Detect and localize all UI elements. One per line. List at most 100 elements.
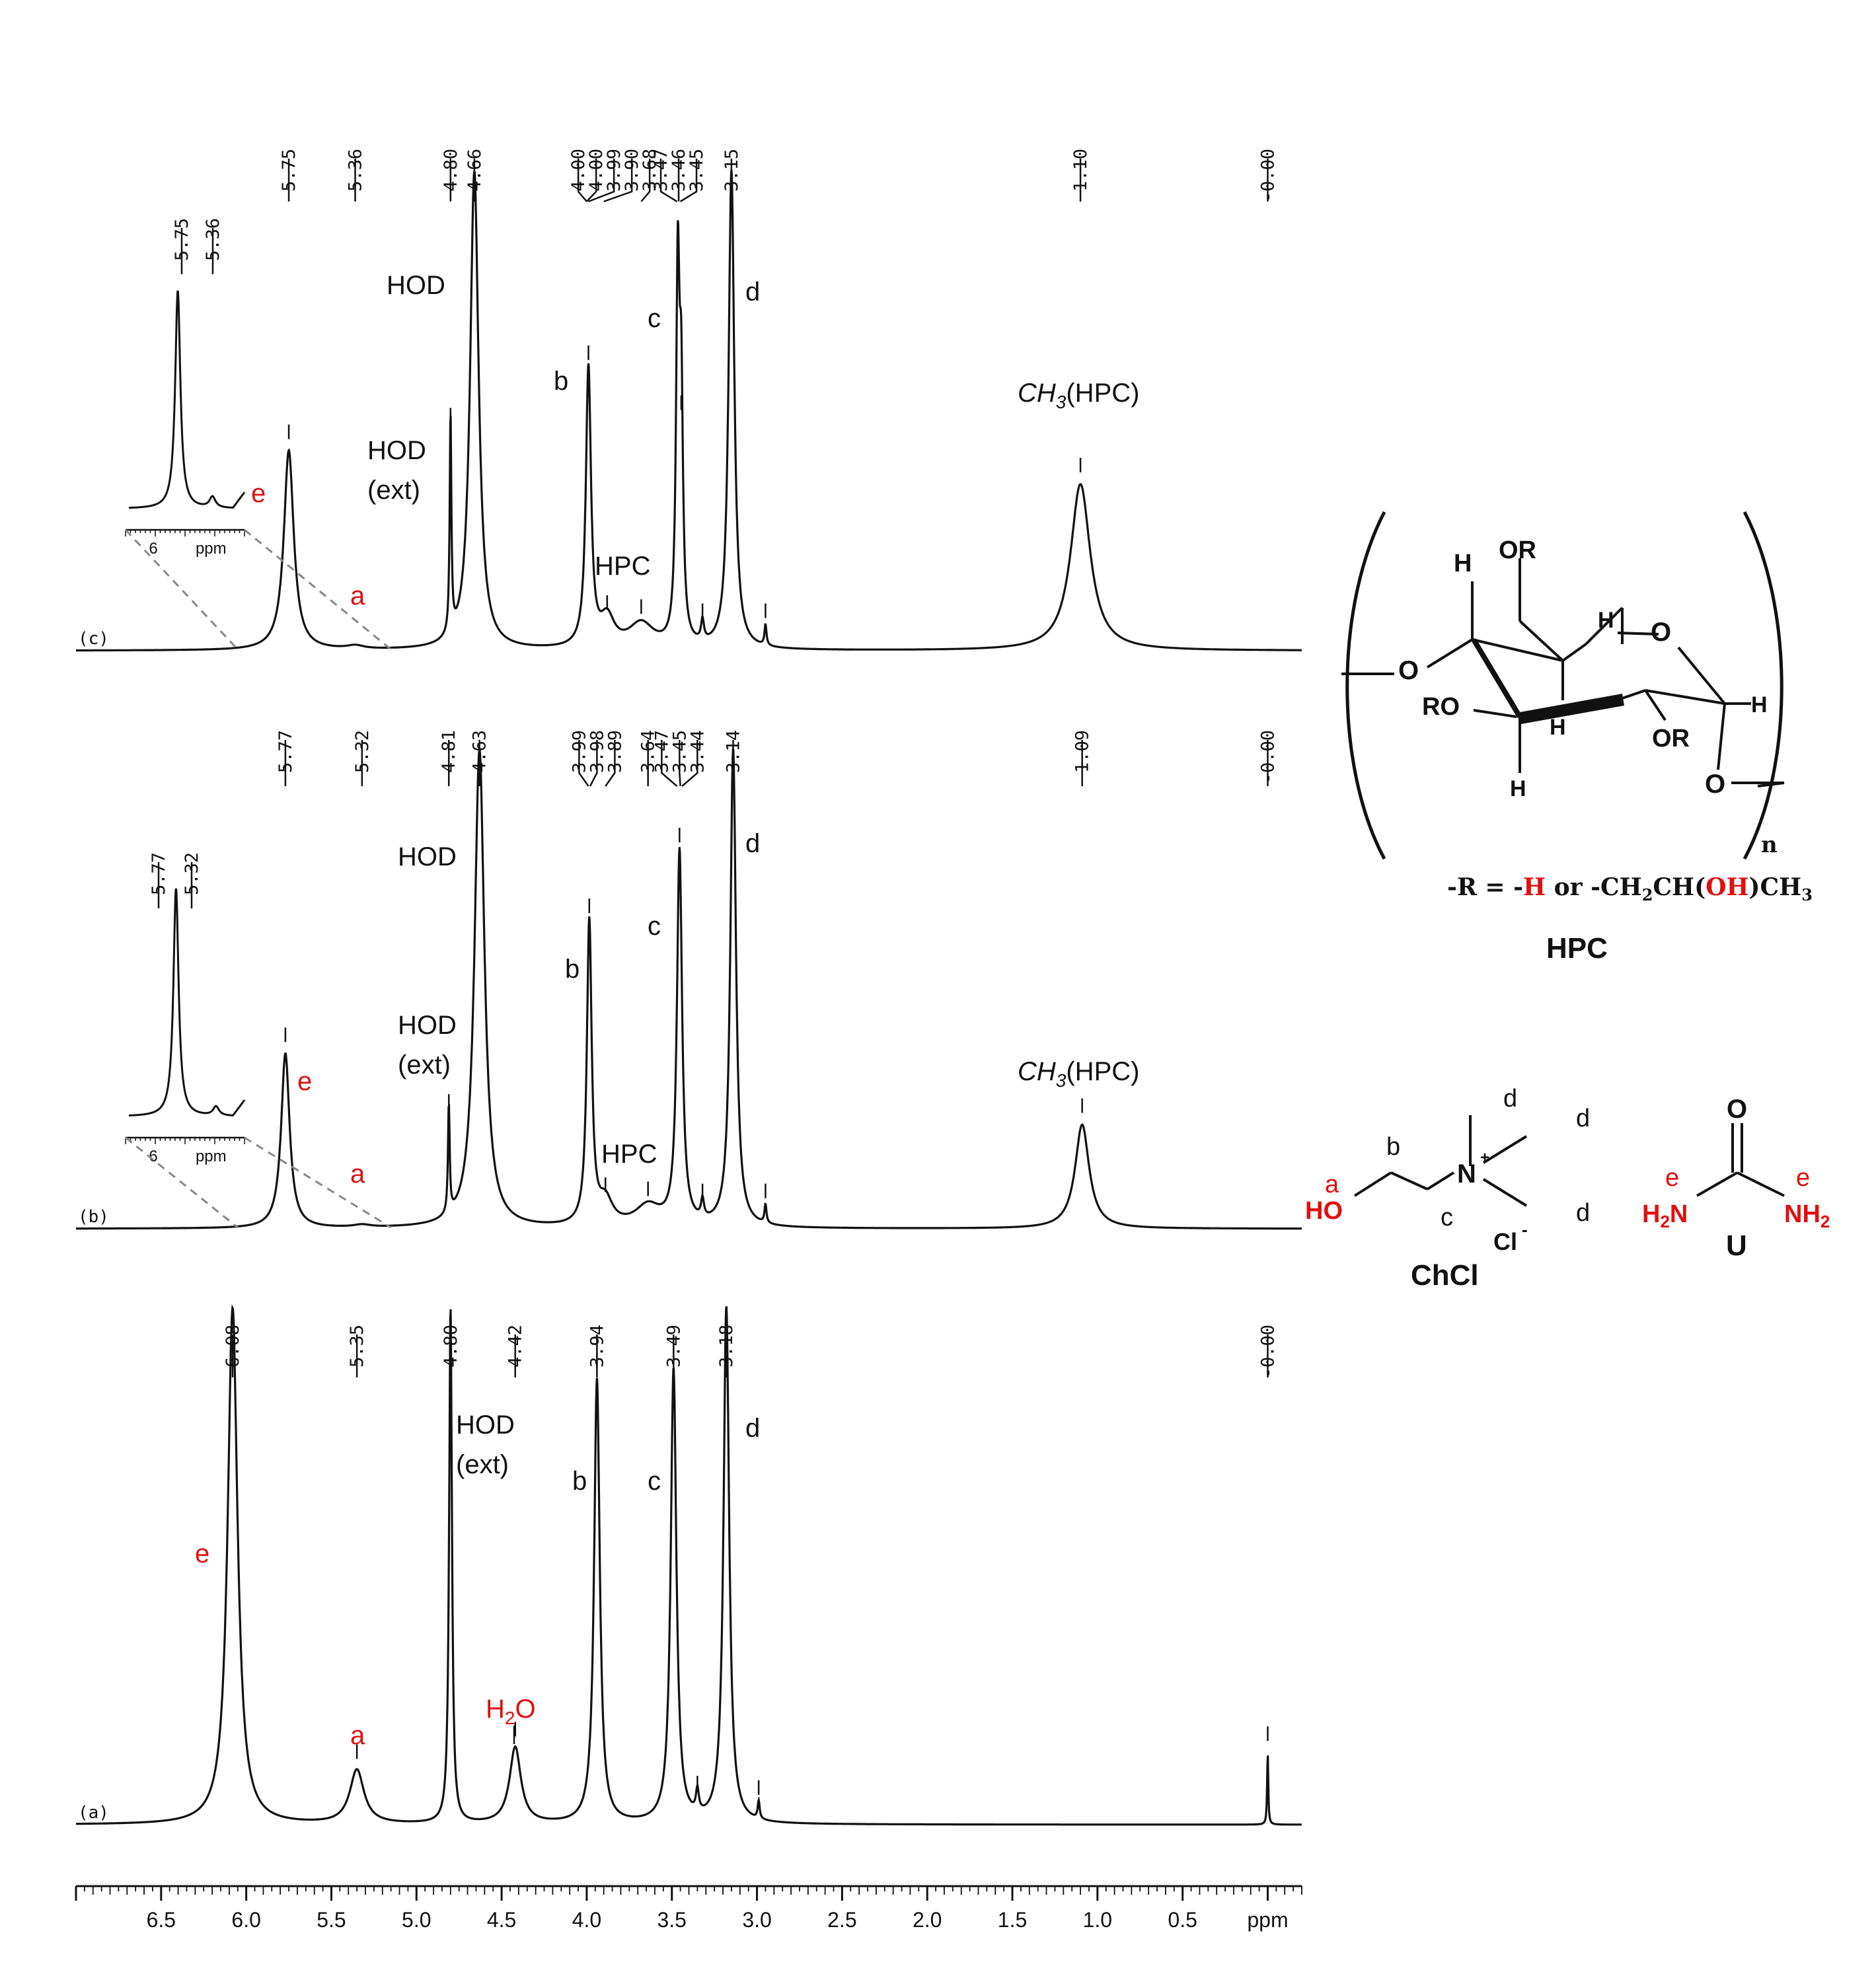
- annotation-a-b: a: [350, 1159, 365, 1188]
- annotation-hod_ext_2-c: (ext): [367, 476, 420, 505]
- peak-connector-c-7: [603, 159, 633, 203]
- chcl-name: ChCl: [1411, 1259, 1479, 1292]
- peak-connector-c-11: [679, 159, 698, 203]
- peak-connector-c-9: [659, 159, 678, 203]
- chcl-plus: +: [1480, 1149, 1489, 1167]
- x-tick-label-0: 6.5: [147, 1908, 176, 1932]
- annotation-d-b: d: [745, 829, 760, 858]
- annotation-hod_ext_1-a: HOD: [456, 1410, 515, 1440]
- annotation-hpc-b: HPC: [601, 1140, 657, 1169]
- annotation-b-a: b: [572, 1467, 587, 1496]
- annotation-hod_ext_2-a: (ext): [456, 1450, 509, 1479]
- inset-unit-c: ppm: [196, 540, 227, 558]
- peak-connector-c-5: [586, 159, 597, 202]
- peak-connector-b-5: [589, 740, 598, 787]
- annotation-h2o-a: H2O: [486, 1695, 536, 1728]
- urea-oxygen: O: [1727, 1095, 1747, 1124]
- annotation-d-a: d: [745, 1414, 760, 1443]
- urea-nh2: NH2: [1784, 1200, 1830, 1231]
- annotation-hod-c: HOD: [387, 271, 445, 300]
- annotation-hpc-c: HPC: [595, 552, 650, 581]
- annotation-hod_ext_2-b: (ext): [398, 1050, 451, 1079]
- chcl-minus: -: [1522, 1220, 1528, 1239]
- x-tick-label-12: 0.5: [1168, 1908, 1197, 1932]
- x-tick-label-1: 6.0: [231, 1908, 260, 1932]
- hpc-atom-h1: H: [1454, 550, 1472, 577]
- x-tick-label-7: 3.0: [742, 1908, 771, 1932]
- annotation-ch3-b: CH3(HPC): [1018, 1057, 1139, 1091]
- hpc-atom-h4: H: [1510, 776, 1526, 801]
- x-tick-label-3: 5.0: [402, 1908, 431, 1932]
- inset-trace-c: [129, 290, 246, 509]
- chcl-label-d3: d: [1576, 1199, 1590, 1227]
- annotation-c-a: c: [648, 1467, 661, 1496]
- spectrum-label-c: (c): [78, 629, 109, 649]
- spectrum-line-a: [76, 1304, 1302, 1826]
- urea-name: U: [1726, 1229, 1747, 1262]
- spectrum-label-b: (b): [78, 1207, 109, 1227]
- x-tick-label-5: 4.0: [572, 1908, 601, 1932]
- peak-connector-b-6: [605, 740, 616, 787]
- hpc-r-definition: -R = -H or -CH2CH(OH)CH3: [1447, 873, 1813, 904]
- x-tick-label-6: 3.5: [657, 1908, 686, 1932]
- hpc-left-bracket: [1345, 511, 1386, 860]
- peak-connector-b-10: [681, 740, 698, 787]
- inset-tick-label-b: 6: [149, 1148, 157, 1165]
- inset-guide-left-b: [125, 1136, 239, 1229]
- spectrum-label-a: (a): [78, 1803, 109, 1823]
- peak-connector-b-4: [578, 740, 589, 787]
- spectrum-line-b: [76, 748, 1302, 1230]
- urea-structure: O e e H2N NH2 U: [1642, 1095, 1830, 1262]
- hpc-atom-h3: H: [1550, 715, 1566, 740]
- hpc-atom-ro: RO: [1422, 693, 1460, 721]
- annotation-e-b: e: [297, 1067, 312, 1096]
- chcl-nitrogen: N: [1457, 1159, 1476, 1188]
- urea-h2n: H2N: [1642, 1200, 1688, 1231]
- urea-label-e1: e: [1665, 1164, 1679, 1192]
- annotation-ch3-c: CH3(HPC): [1018, 379, 1139, 412]
- chcl-chloride: Cl: [1493, 1228, 1517, 1255]
- x-tick-label-10: 1.5: [998, 1908, 1027, 1932]
- spectrum-line-c: [76, 170, 1302, 652]
- hpc-atom-o-ring: O: [1651, 618, 1671, 647]
- inset-tick-label-c: 6: [149, 540, 157, 558]
- peak-connector-b-9: [679, 740, 681, 787]
- inset-trace-b: [129, 888, 246, 1116]
- chcl-ho: HO: [1305, 1197, 1343, 1225]
- inset-unit-b: ppm: [196, 1148, 227, 1165]
- annotation-b-b: b: [565, 955, 580, 984]
- peak-connector-c-6: [588, 159, 615, 203]
- annotation-hod_ext_1-b: HOD: [398, 1011, 457, 1040]
- hpc-atom-h2: H: [1598, 608, 1614, 633]
- x-tick-label-11: 1.0: [1083, 1908, 1112, 1932]
- annotation-e-c: e: [251, 479, 266, 508]
- peak-connector-c-8: [640, 159, 651, 202]
- x-axis-unit: ppm: [1247, 1908, 1288, 1932]
- hpc-repeat-n: n: [1761, 832, 1778, 858]
- hpc-atom-o-left: O: [1398, 656, 1419, 685]
- hpc-atom-or2: OR: [1652, 725, 1690, 752]
- urea-label-e2: e: [1796, 1164, 1810, 1192]
- annotation-c-b: c: [648, 912, 661, 941]
- inset-guide-right-b: [244, 1136, 392, 1229]
- peak-connector-b-8: [661, 740, 678, 787]
- hpc-structure: H OR H O O RO H OR H H O H n -R = -H or …: [1341, 511, 1813, 965]
- chcl-label-d1: d: [1503, 1085, 1517, 1113]
- annotation-a-c: a: [350, 581, 365, 610]
- hpc-atom-o-right: O: [1705, 770, 1725, 799]
- hpc-atom-h5: H: [1751, 692, 1768, 717]
- chcl-label-b: b: [1386, 1133, 1400, 1161]
- x-tick-label-9: 2.0: [913, 1908, 942, 1932]
- annotation-b-c: b: [554, 367, 568, 396]
- x-tick-label-2: 5.5: [317, 1908, 346, 1932]
- annotation-d-c: d: [745, 277, 760, 307]
- annotation-a-a: a: [350, 1721, 365, 1750]
- x-tick-label-8: 2.5: [827, 1908, 856, 1932]
